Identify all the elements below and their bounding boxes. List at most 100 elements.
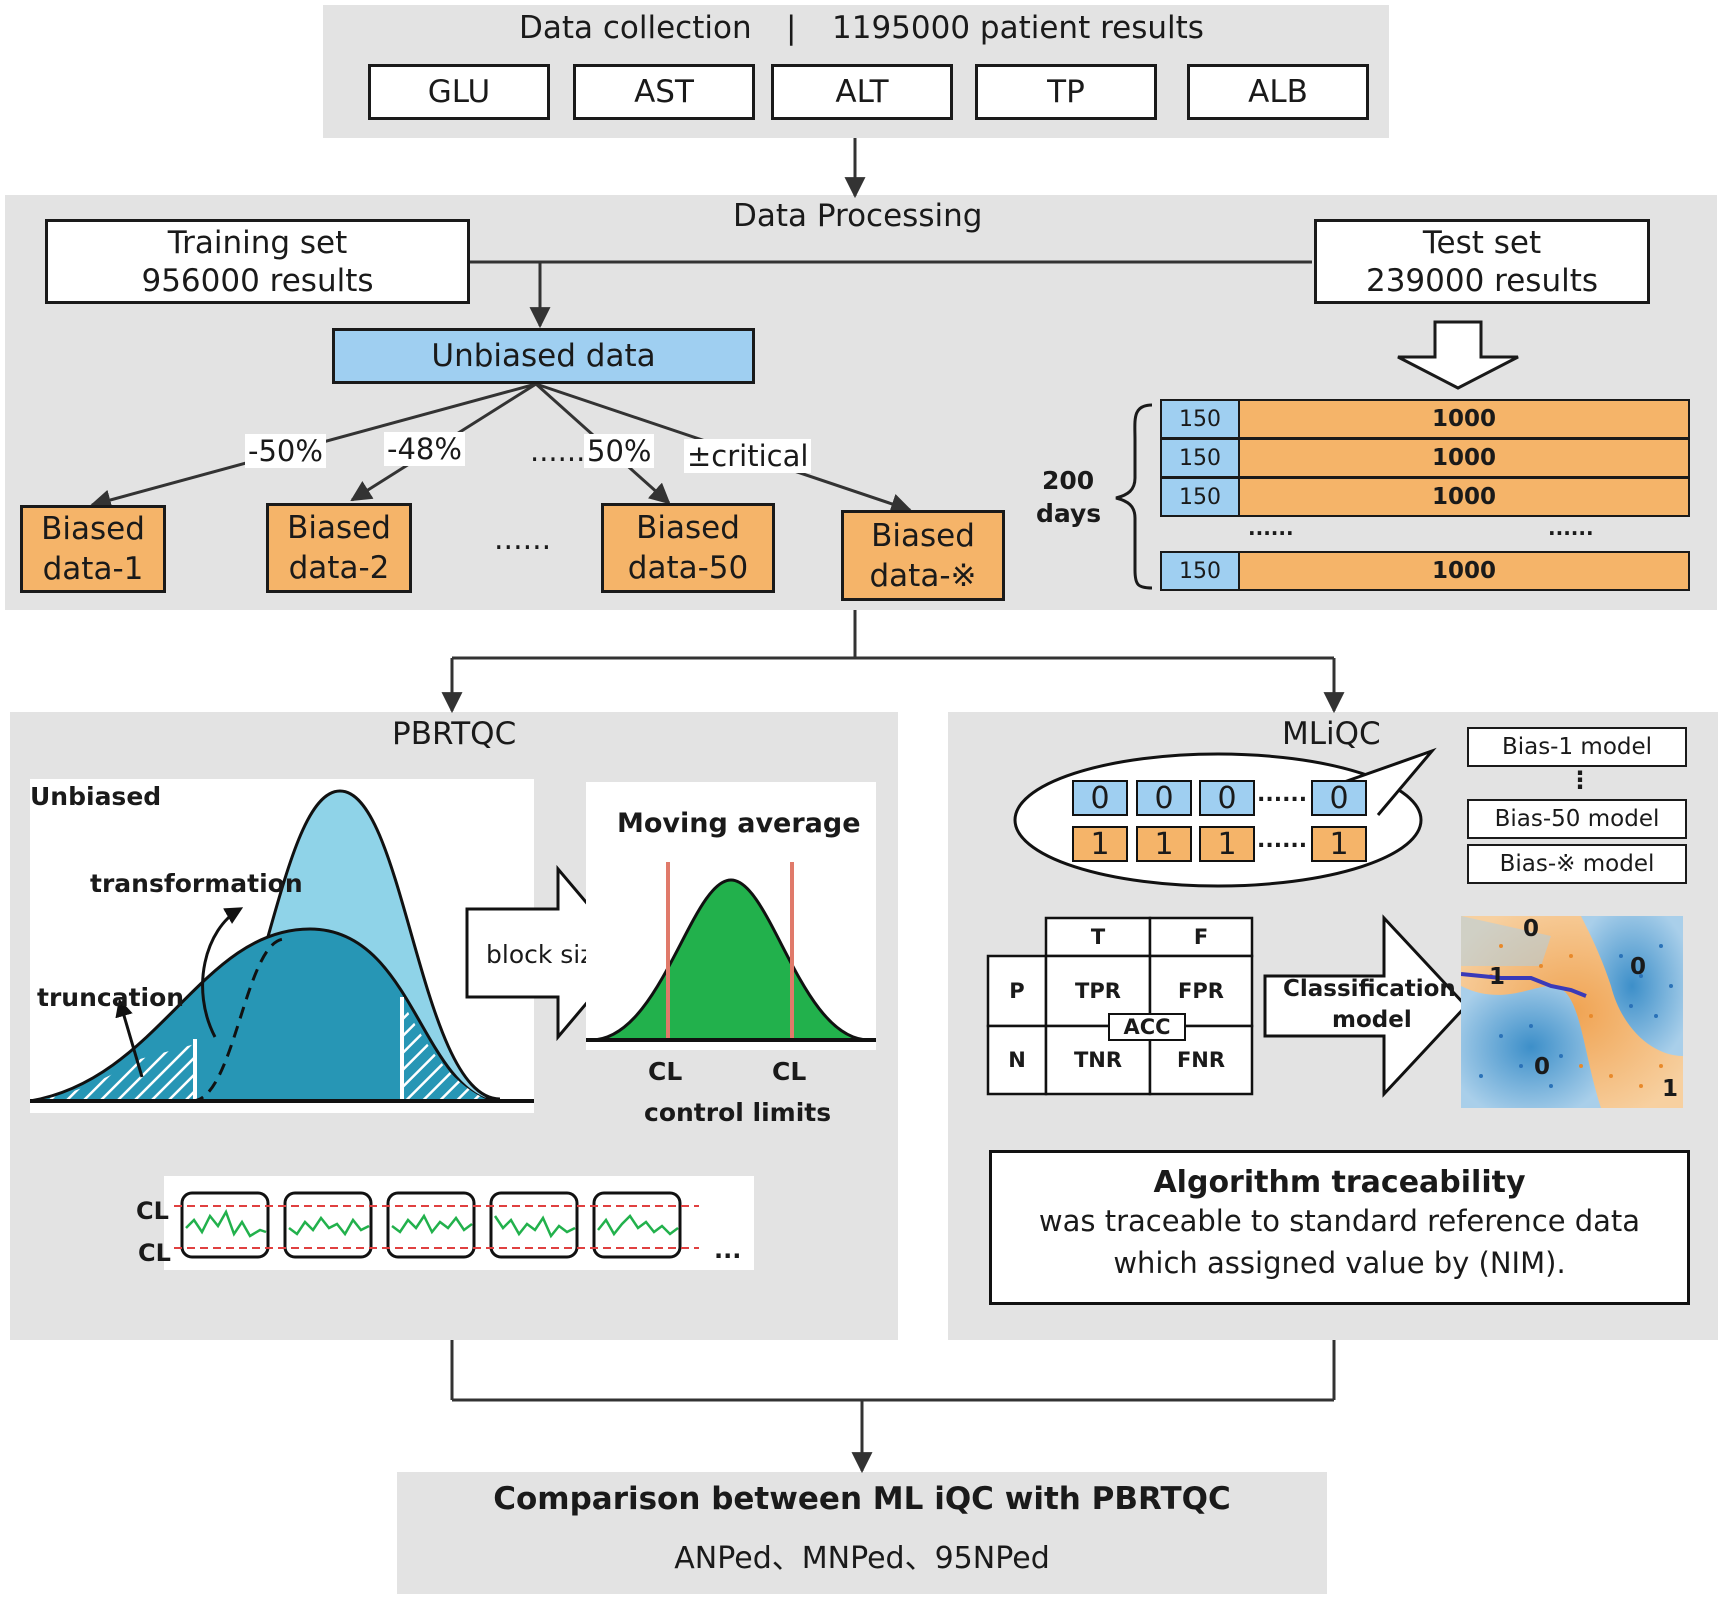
- cl-left-label: CL: [648, 1057, 683, 1086]
- model-bias-50: Bias-50 model: [1467, 799, 1687, 839]
- patient-results-count: 1195000 patient results: [832, 10, 1204, 46]
- region-label-top: 0: [1523, 916, 1540, 942]
- transformation-label: transformation: [90, 869, 303, 898]
- matrix-tpr: TPR: [1075, 979, 1121, 1003]
- matrix-fnr: FNR: [1176, 1048, 1226, 1072]
- moving-average-figure: [586, 782, 876, 1050]
- label-zero-3: 0: [1199, 780, 1255, 816]
- control-limits-label: control limits: [644, 1098, 832, 1127]
- region-label-corner: 1: [1662, 1076, 1679, 1102]
- test-row-size: 1000: [1240, 551, 1690, 591]
- label-one-3: 1: [1199, 826, 1255, 862]
- analyte-alt: ALT: [771, 64, 953, 120]
- label-zero-last: 0: [1311, 780, 1367, 816]
- bias-label-critical: ±critical: [684, 439, 812, 473]
- test-row-size: 1000: [1240, 399, 1690, 439]
- test-set-box: Test set 239000 results: [1314, 219, 1650, 304]
- models-vdots: ⋮: [1568, 766, 1592, 794]
- test-row-3: 150 1000: [1160, 477, 1690, 517]
- test-rows-ellipsis-right: ......: [1548, 516, 1594, 540]
- test-row-1: 150 1000: [1160, 399, 1690, 439]
- label-zero-2: 0: [1136, 780, 1192, 816]
- decision-regions: [1461, 916, 1683, 1108]
- confusion-matrix: T F P N TPR FPR TNR FNR ACC: [986, 916, 1254, 1096]
- header-separator: |: [786, 10, 797, 46]
- strip-cl-top: CL: [136, 1197, 169, 1225]
- matrix-fpr: FPR: [1178, 979, 1224, 1003]
- biased-data-2: Biased data-2: [266, 503, 412, 593]
- biased-data-50: Biased data-50: [601, 503, 775, 593]
- matrix-tnr: TNR: [1073, 1048, 1123, 1072]
- test-row-baseline: 150: [1160, 438, 1240, 478]
- decision-boundary-plot: 0 1 0 0 1: [1461, 916, 1683, 1108]
- label-one-1: 1: [1072, 826, 1128, 862]
- bias-label-plus-50: 50%: [584, 434, 655, 468]
- biased-data-1: Biased data-1: [20, 505, 166, 593]
- biased-data-critical: Biased data-※: [841, 510, 1005, 601]
- traceability-line-2: which assigned value by (NIM).: [1113, 1246, 1566, 1280]
- test-row-size: 1000: [1240, 477, 1690, 517]
- region-label-right: 0: [1630, 954, 1647, 980]
- classification-arrow-icon: [1263, 914, 1469, 1098]
- region-label-bottom: 0: [1534, 1054, 1551, 1080]
- model-bias-1: Bias-1 model: [1467, 727, 1687, 767]
- test-row-last: 150 1000: [1160, 551, 1690, 591]
- training-set-label: Training set: [167, 224, 348, 261]
- test-row-baseline: 150: [1160, 477, 1240, 517]
- matrix-row-n: N: [1008, 1048, 1026, 1072]
- pbrtqc-title: PBRTQC: [392, 716, 517, 752]
- comparison-metrics: ANPed、MNPed、95NPed: [674, 1541, 1050, 1576]
- matrix-row-p: P: [1009, 979, 1025, 1003]
- label-bubble-icon: [1013, 747, 1437, 888]
- training-set-box: Training set 956000 results: [45, 219, 470, 304]
- analyte-glu: GLU: [368, 64, 550, 120]
- moving-average-title: Moving average: [617, 808, 861, 839]
- traceability-line-1: was traceable to standard reference data: [1038, 1204, 1641, 1238]
- days-unit: days: [1036, 499, 1102, 528]
- label-one-last: 1: [1311, 826, 1367, 862]
- truncation-label: truncation: [37, 983, 185, 1012]
- region-label-left: 1: [1489, 964, 1506, 990]
- bias-label-minus-50: -50%: [245, 434, 326, 468]
- distribution-figure: [29, 779, 534, 1113]
- training-set-count: 956000 results: [141, 262, 374, 299]
- strip-cl-bottom: CL: [138, 1239, 171, 1267]
- data-processing-title: Data Processing: [733, 198, 983, 234]
- bias-label-ellipsis: ......: [530, 434, 586, 468]
- analyte-ast: AST: [573, 64, 755, 120]
- traceability-box: Algorithm traceability was traceable to …: [989, 1150, 1690, 1305]
- label-one-2: 1: [1136, 826, 1192, 862]
- test-row-baseline: 150: [1160, 399, 1240, 439]
- control-chart-signals: [174, 1191, 699, 1259]
- label-zero-1: 0: [1072, 780, 1128, 816]
- distribution-curves: [29, 789, 534, 1103]
- unbiased-label: Unbiased: [30, 782, 162, 811]
- cl-right-label: CL: [772, 1057, 807, 1086]
- label-one-dots: ......: [1257, 828, 1308, 853]
- data-collection-label: Data collection: [519, 10, 752, 46]
- days-number: 200: [1042, 466, 1095, 495]
- bias-label-minus-48: -48%: [384, 432, 465, 466]
- test-set-count: 239000 results: [1365, 262, 1599, 299]
- classification-label-2: model: [1332, 1007, 1412, 1033]
- mliqc-title: MLiQC: [1282, 716, 1381, 752]
- test-row-baseline: 150: [1160, 551, 1240, 591]
- test-row-2: 150 1000: [1160, 438, 1690, 478]
- traceability-title: Algorithm traceability: [1153, 1165, 1526, 1200]
- matrix-acc: ACC: [1108, 1013, 1186, 1041]
- unbiased-data-box: Unbiased data: [332, 328, 755, 384]
- control-chart-strip: [164, 1176, 754, 1270]
- comparison-panel: [397, 1472, 1327, 1594]
- biased-ellipsis: ......: [494, 522, 552, 557]
- analyte-alb: ALB: [1187, 64, 1369, 120]
- matrix-col-t: T: [1090, 925, 1106, 949]
- matrix-col-f: F: [1193, 925, 1209, 949]
- test-row-size: 1000: [1240, 438, 1690, 478]
- test-rows-ellipsis-left: ......: [1248, 516, 1294, 540]
- label-zero-dots: ......: [1257, 782, 1308, 807]
- model-bias-critical: Bias-※ model: [1467, 844, 1687, 884]
- analyte-tp: TP: [975, 64, 1157, 120]
- test-set-label: Test set: [1422, 224, 1542, 261]
- strip-ellipsis: ...: [714, 1236, 742, 1264]
- comparison-title: Comparison between ML iQC with PBRTQC: [493, 1481, 1231, 1517]
